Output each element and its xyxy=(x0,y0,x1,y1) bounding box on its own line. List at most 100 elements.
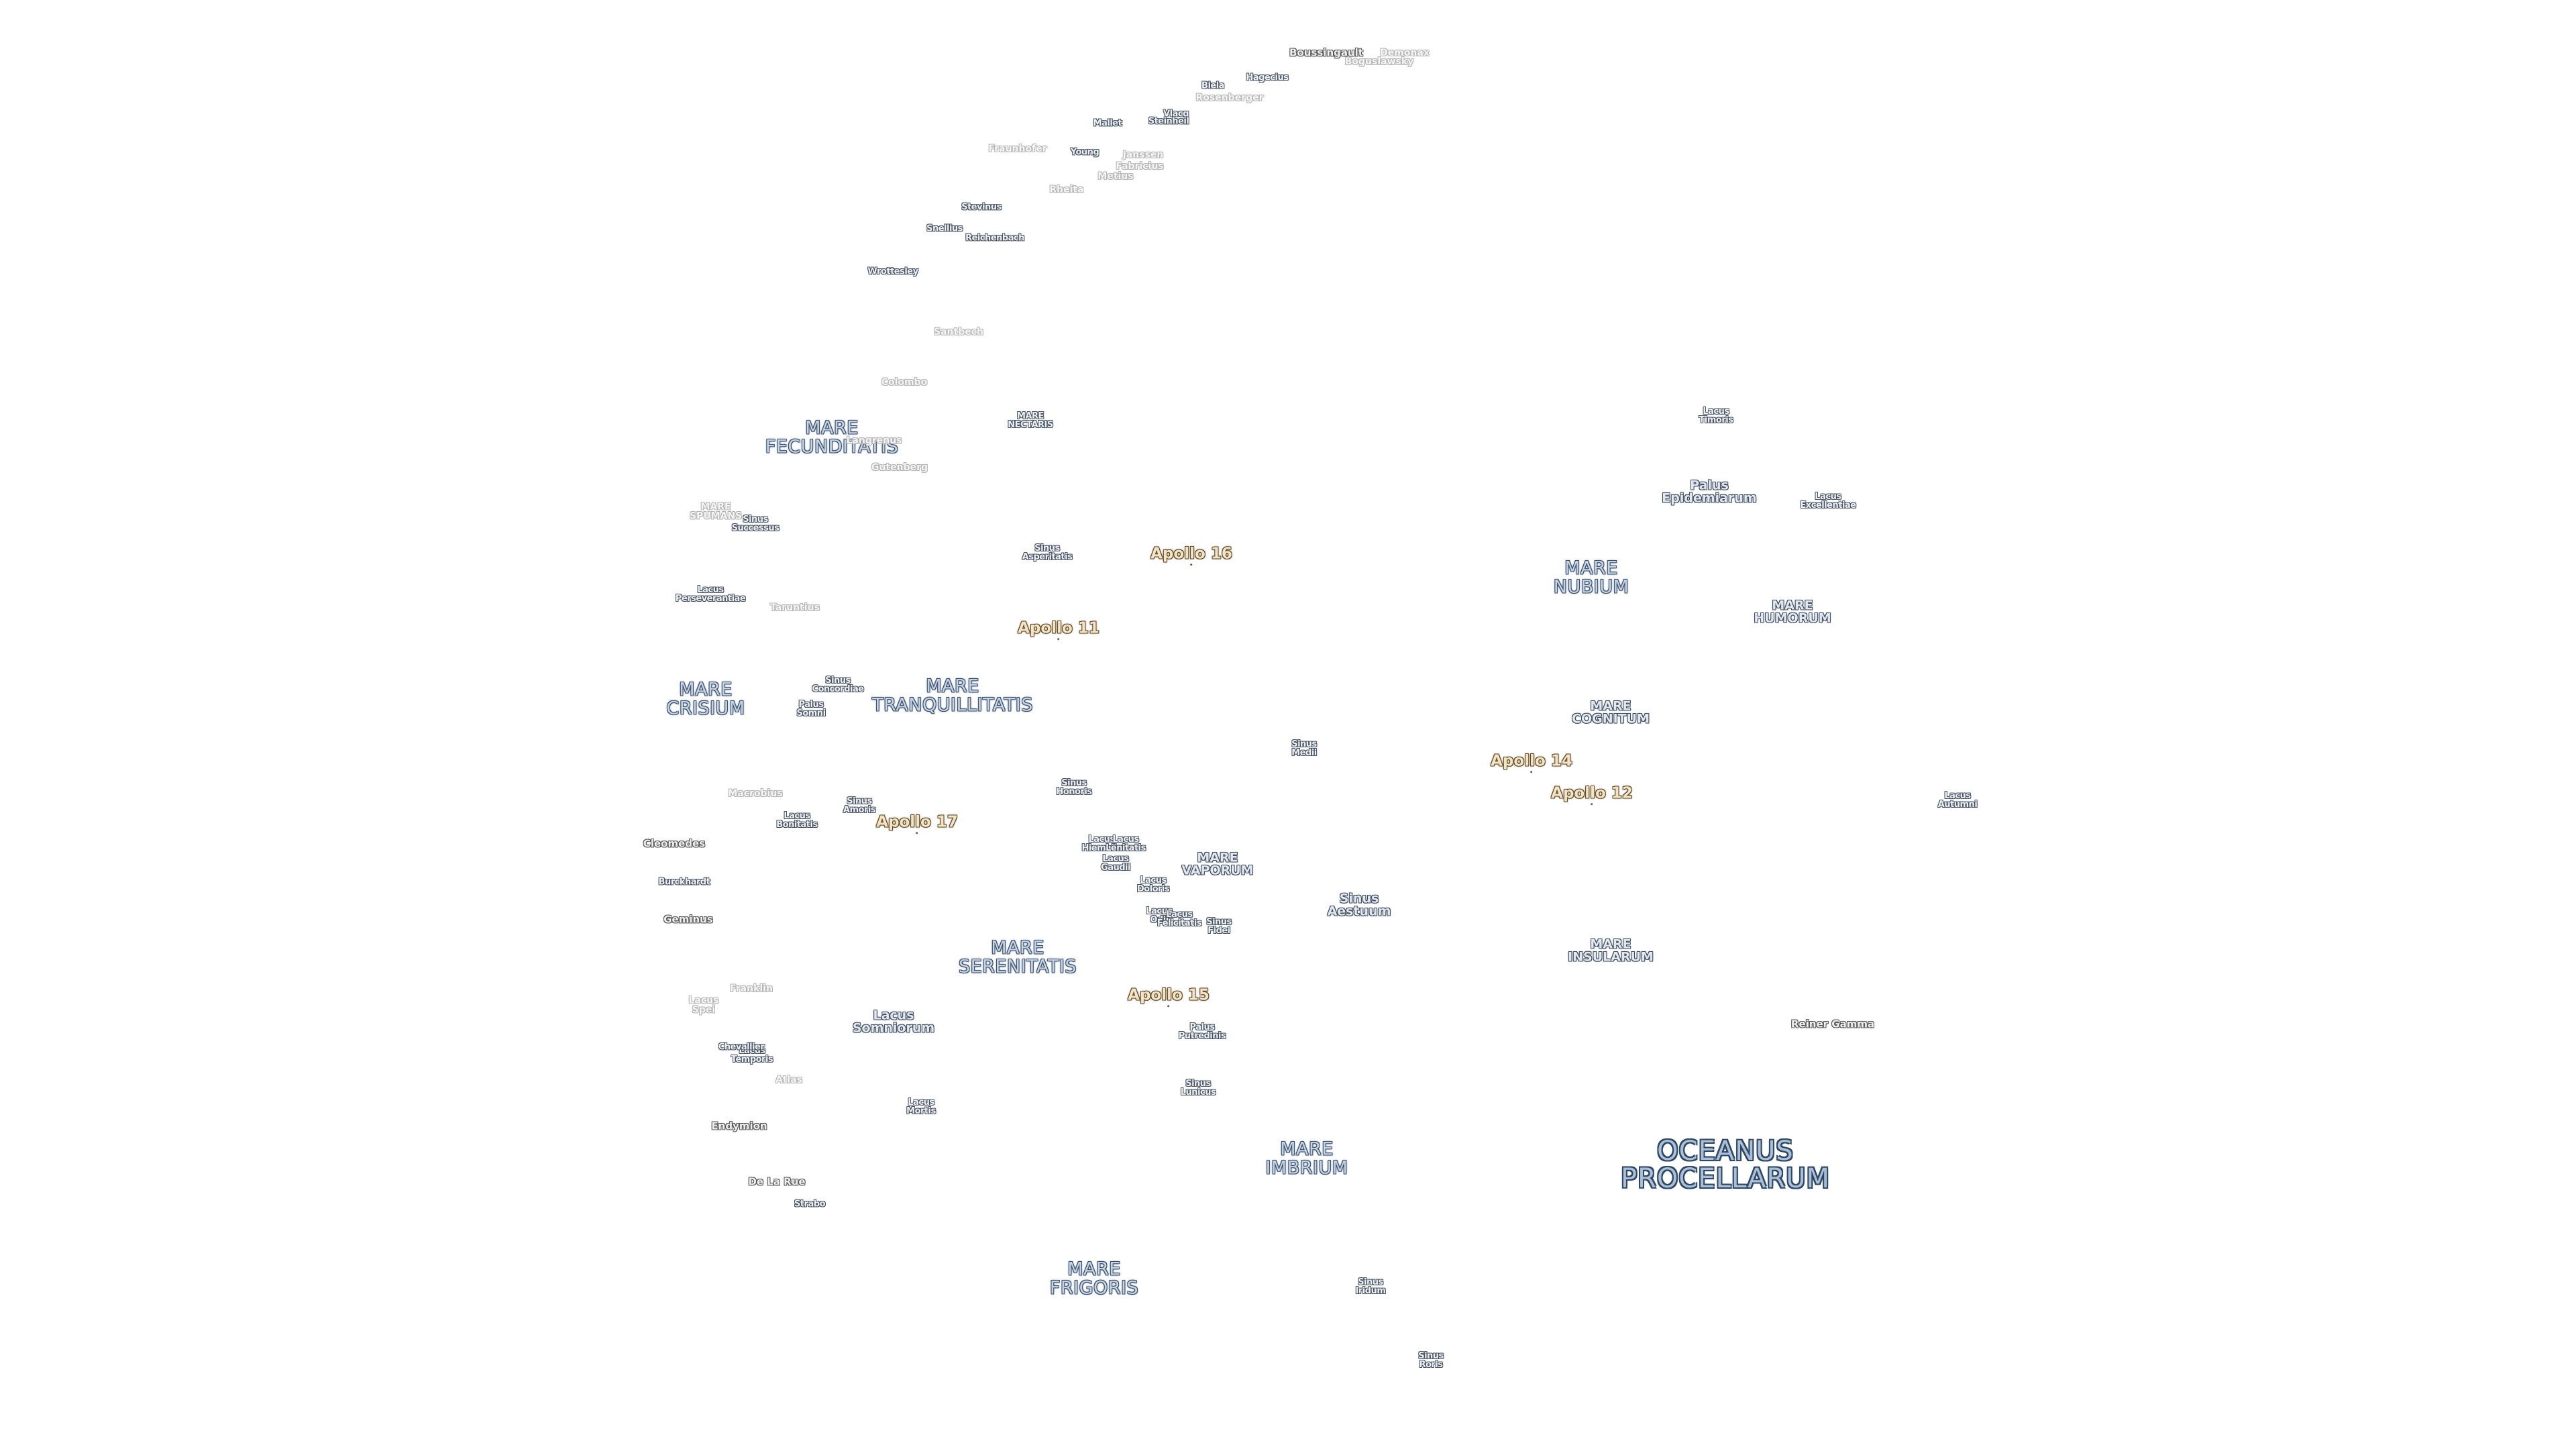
label-apollo-15: Apollo 15 xyxy=(1128,986,1210,1008)
label-atlas: Atlas xyxy=(775,1075,802,1085)
label-line: NECTARIS xyxy=(1008,420,1053,430)
label-line: Taruntius xyxy=(770,602,820,613)
label-line: Somni xyxy=(796,708,826,718)
label-line: Hiemalis xyxy=(1081,843,1122,853)
label-line: OCEANUS xyxy=(1657,1136,1794,1167)
label-line: Demonax xyxy=(1380,47,1430,58)
label-line: Lacus xyxy=(908,1097,934,1108)
label-line: Timoris xyxy=(1699,415,1733,425)
label-fraunhofer: Fraunhofer xyxy=(988,144,1046,154)
label-line: Mallet xyxy=(1093,118,1122,129)
label-line: Felicitatis xyxy=(1157,918,1202,928)
label-macrobius: Macrobius xyxy=(728,788,783,799)
label-metius: Metius xyxy=(1097,172,1133,182)
label-line: Sinus xyxy=(847,796,872,806)
label-line: Asperitatis xyxy=(1022,552,1073,562)
label-demonax: Demonax xyxy=(1380,48,1430,58)
label-line: Honoris xyxy=(1056,787,1092,797)
label-line: Apollo 15 xyxy=(1128,986,1210,1004)
label-line: Reiner Gamma xyxy=(1790,1018,1875,1030)
label-line: Sinus xyxy=(1339,891,1379,906)
label-reiner-gamma: Reiner Gamma xyxy=(1790,1018,1875,1030)
label-rheita: Rheita xyxy=(1049,185,1083,195)
label-line: Sinus xyxy=(1206,916,1232,927)
label-line: Mortis xyxy=(906,1106,936,1116)
label-endymion: Endymion xyxy=(711,1121,767,1132)
label-line: Fidei xyxy=(1208,926,1230,936)
label-stevinus: Stevinus xyxy=(961,203,1002,212)
label-line: Franklin xyxy=(730,983,773,994)
label-line: Biela xyxy=(1201,80,1224,91)
label-line: MARE xyxy=(926,676,979,697)
label-line: Macrobius xyxy=(728,788,783,799)
label-line: IMBRIUM xyxy=(1265,1157,1348,1178)
label-wrottesley: Wrottesley xyxy=(867,267,918,276)
label-line: Gaudii xyxy=(1101,863,1130,873)
label-line: Sinus xyxy=(1291,739,1317,749)
label-boussingault: Boussingault xyxy=(1289,48,1363,58)
label-line: TRANQUILLITATIS xyxy=(872,694,1033,715)
label-line: INSULARUM xyxy=(1568,950,1654,965)
label-line: Apollo 14 xyxy=(1491,752,1572,770)
label-line: MARE xyxy=(1280,1138,1334,1160)
label-line: Sinus xyxy=(1034,543,1060,553)
label-de-la-rue: De La Rue xyxy=(748,1177,805,1187)
label-line: HUMORUM xyxy=(1754,611,1831,626)
label-line: MARE xyxy=(991,937,1044,959)
label-line: Iridum xyxy=(1355,1286,1386,1296)
label-biela: Biela xyxy=(1201,80,1224,91)
label-line: Gutenberg xyxy=(871,462,928,473)
label-line: Concordiae xyxy=(812,684,864,694)
label-line: Lunicus xyxy=(1180,1087,1216,1097)
label-line: Lacus xyxy=(697,584,724,595)
label-line: Fraunhofer xyxy=(988,143,1047,154)
label-apollo-16: Apollo 16 xyxy=(1150,545,1232,567)
label-line: Sinus xyxy=(1358,1277,1383,1287)
label-line: Rosenberger xyxy=(1195,92,1264,103)
label-line: Lacus xyxy=(1146,906,1173,916)
label-line: Lacus xyxy=(1140,875,1167,885)
label-line: MARE xyxy=(805,417,859,439)
label-line: Janssen xyxy=(1122,149,1164,160)
label-chevallier: Chevallier xyxy=(718,1042,765,1052)
label-hagecius: Hagecius xyxy=(1246,72,1289,83)
label-reichenbach: Reichenbach xyxy=(965,233,1024,243)
label-line: Hagecius xyxy=(1246,72,1289,83)
label-line: Lacus xyxy=(739,1045,765,1056)
label-line: Successus xyxy=(731,523,780,533)
label-geminus: Geminus xyxy=(663,914,713,925)
label-line: Somniorum xyxy=(852,1021,935,1036)
label-burckhardt: Burckhardt xyxy=(659,877,710,887)
label-fabricius: Fabricius xyxy=(1116,162,1163,172)
label-line: Lacus xyxy=(1112,834,1139,845)
label-line: Excellentiae xyxy=(1800,500,1856,511)
label-line: MARE xyxy=(1772,598,1813,613)
label-line: Apollo 17 xyxy=(876,813,958,831)
label-line: Palus xyxy=(798,699,824,710)
label-line: Roris xyxy=(1419,1360,1443,1370)
label-snellius: Snellius xyxy=(926,224,963,233)
label-line: Boguslawsky xyxy=(1344,56,1414,67)
label-line: Cleomedes xyxy=(643,837,706,850)
